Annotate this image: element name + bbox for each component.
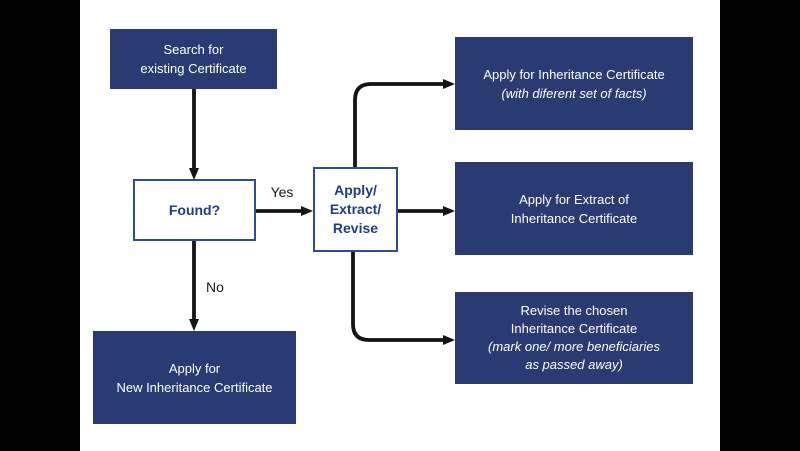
node-label-line: Search for (163, 42, 224, 57)
node-label-line: Inheritance Certificate (510, 210, 638, 226)
edge-action-to-revise (351, 252, 455, 345)
node-label-line: New Inheritance Certificate (116, 379, 273, 395)
node-label-line: Inheritance Certificate (510, 321, 638, 336)
left-black-bar (0, 0, 80, 451)
node-label-line: Apply for (168, 360, 221, 376)
node-search-existing-certificate: Search for existing Certificate (110, 29, 277, 89)
node-revise-chosen-inheritance-certificate: Revise the chosen Inheritance Certificat… (455, 292, 693, 384)
node-label-line: Revise (332, 220, 379, 236)
node-apply-new-inheritance-certificate: Apply for New Inheritance Certificate (93, 331, 296, 424)
node-label-line: Extract/ (329, 201, 382, 217)
edge-label-yes: Yes (270, 184, 294, 200)
node-apply-extract-revise: Apply/ Extract/ Revise (313, 167, 398, 252)
node-label-line: Revise the chosen (520, 303, 628, 318)
node-apply-inheritance-certificate-different-facts: Apply for Inheritance Certificate (with … (455, 37, 693, 130)
node-apply-extract-of-inheritance-certificate: Apply for Extract of Inheritance Certifi… (455, 162, 693, 255)
node-label-line-italic: as passed away) (525, 357, 623, 372)
right-black-bar (720, 0, 800, 451)
node-label-line-italic: (with diferent set of facts) (501, 85, 647, 101)
edge-label-no: No (206, 279, 224, 295)
node-label-line: existing Certificate (140, 61, 247, 76)
node-label-line-italic: (mark one/ more beneficiaries (488, 339, 660, 354)
node-label-line: Apply/ (334, 182, 377, 198)
node-label: Found? (168, 201, 221, 218)
node-label-line: Apply for Inheritance Certificate (483, 66, 665, 82)
node-found-decision: Found? (133, 179, 256, 241)
node-label-line: Apply for Extract of (519, 191, 629, 207)
edge-action-to-different-facts (353, 79, 455, 167)
